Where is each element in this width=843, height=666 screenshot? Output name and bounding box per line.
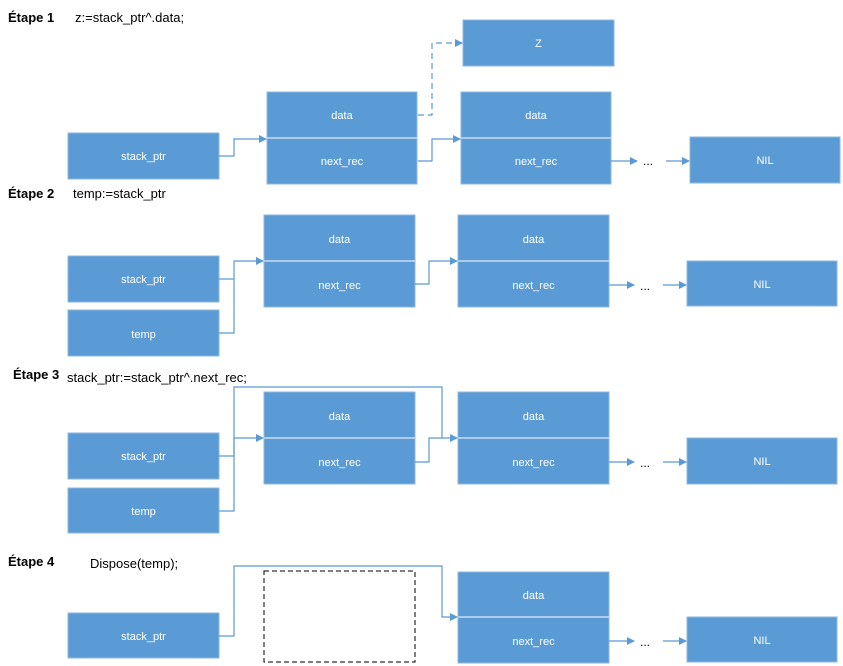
node-1: data next_rec — [263, 391, 416, 485]
step-1-label: Étape 1 — [8, 10, 54, 25]
step-3-code: stack_ptr:=stack_ptr^.next_rec; — [67, 370, 247, 385]
stack-ptr-label: stack_ptr — [121, 631, 166, 643]
stack-ptr-arrow — [219, 565, 458, 637]
step-4-label: Étape 4 — [8, 554, 55, 569]
next-rec-arrow — [415, 257, 458, 285]
node-1: data next_rec — [263, 214, 416, 308]
data-to-z-arrow — [418, 39, 463, 116]
node-2-data-label: data — [523, 590, 545, 602]
next-rec-arrow — [418, 135, 461, 162]
node-2: data next_rec — [457, 391, 610, 485]
step-3-label: Étape 3 — [13, 367, 59, 382]
node-1-next-rec-label: next_rec — [318, 280, 361, 292]
node-1-data-label: data — [331, 110, 353, 122]
step-3: Étape 3 stack_ptr:=stack_ptr^.next_rec; … — [13, 367, 838, 534]
step-4-code: Dispose(temp); — [90, 556, 178, 571]
stack-ptr-label: stack_ptr — [121, 151, 166, 163]
next-rec-arrow — [415, 437, 442, 463]
stack-ptr-box — [67, 132, 220, 180]
ellipsis: ... — [643, 154, 653, 168]
node-2-data-label: data — [525, 110, 547, 122]
nil-label: NIL — [753, 279, 770, 291]
node-2-next-rec-label: next_rec — [515, 156, 558, 168]
temp-arrow — [219, 279, 235, 334]
temp-label: temp — [131, 329, 155, 341]
node-2-data-label: data — [523, 234, 545, 246]
node-2: data next_rec — [457, 214, 610, 308]
node-1-next-rec-label: next_rec — [318, 457, 361, 469]
nil-box — [689, 136, 841, 184]
stack-ptr-arrow — [219, 135, 267, 157]
ellipsis: ... — [640, 456, 650, 470]
node-2-next-rec-label: next_rec — [512, 457, 555, 469]
z-box — [462, 19, 615, 67]
node-1-data-label: data — [329, 411, 351, 423]
nil-box — [686, 437, 838, 485]
node-2-data-label: data — [523, 411, 545, 423]
step-2-label: Étape 2 — [8, 186, 54, 201]
step-1-code: z:=stack_ptr^.data; — [75, 10, 184, 25]
stack-ptr-label: stack_ptr — [121, 274, 166, 286]
ellipsis: ... — [640, 635, 650, 649]
temp-box — [67, 487, 220, 534]
nil-label: NIL — [753, 456, 770, 468]
z-label: Z — [535, 38, 542, 50]
node-2-next-rec-label: next_rec — [512, 636, 555, 648]
stack-ptr-box — [67, 432, 220, 480]
node-1-next-rec-label: next_rec — [321, 156, 364, 168]
node-2: data next_rec — [457, 571, 610, 664]
node-2: data next_rec — [460, 91, 612, 185]
stack-ptr-arrow — [219, 386, 458, 457]
step-2: Étape 2 temp:=stack_ptr stack_ptr temp d… — [8, 186, 838, 357]
ellipsis: ... — [640, 279, 650, 293]
temp-label: temp — [131, 506, 155, 518]
disposed-node-outline — [263, 570, 416, 663]
nil-label: NIL — [756, 155, 773, 167]
temp-arrow — [219, 434, 264, 512]
node-1: data next_rec — [266, 91, 418, 185]
step-4: Étape 4 Dispose(temp); stack_ptr data ne… — [8, 554, 838, 664]
step-1: Étape 1 z:=stack_ptr^.data; stack_ptr da… — [8, 10, 841, 185]
nil-label: NIL — [753, 635, 770, 647]
step-2-code: temp:=stack_ptr — [73, 186, 167, 201]
nil-box — [686, 260, 838, 307]
node-2-next-rec-label: next_rec — [512, 280, 555, 292]
nil-box — [686, 616, 838, 663]
stack-ptr-box — [67, 255, 220, 303]
stack-ptr-arrow — [219, 257, 264, 280]
node-1-data-label: data — [329, 234, 351, 246]
stack-ptr-box — [67, 612, 220, 659]
stack-ptr-label: stack_ptr — [121, 451, 166, 463]
